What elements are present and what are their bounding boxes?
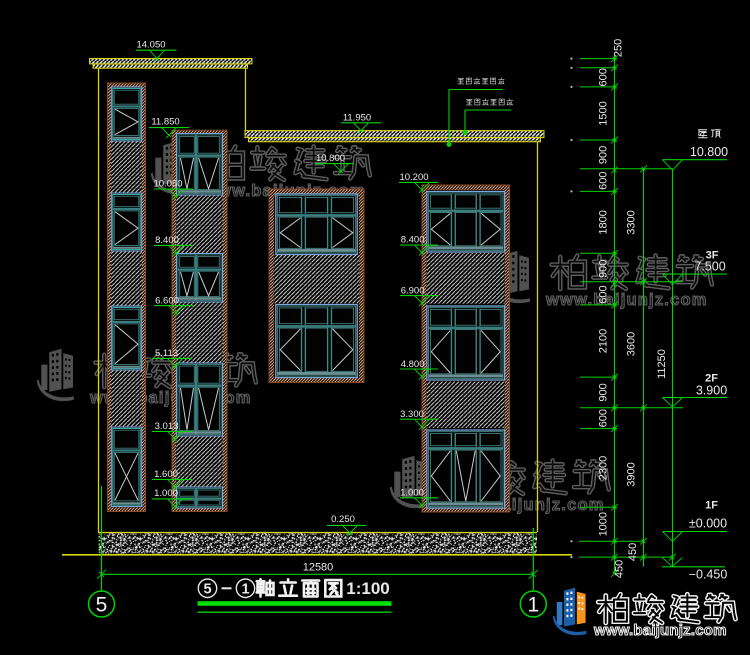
svg-text:900: 900	[598, 260, 610, 278]
svg-text:11.950: 11.950	[343, 113, 371, 124]
svg-text:www.baijunjz.com: www.baijunjz.com	[593, 622, 727, 639]
svg-text:3.300: 3.300	[400, 409, 424, 420]
svg-text:1: 1	[241, 581, 249, 597]
svg-text:10.800: 10.800	[690, 145, 728, 159]
svg-text:2100: 2100	[598, 329, 610, 353]
svg-text:1.000: 1.000	[400, 487, 424, 498]
svg-text:1.000: 1.000	[154, 488, 178, 499]
svg-text:10.050: 10.050	[153, 179, 182, 190]
svg-text:3.013: 3.013	[155, 421, 179, 432]
svg-text:2F: 2F	[705, 373, 718, 385]
svg-text:−0.450: −0.450	[689, 568, 728, 582]
svg-text:1.600: 1.600	[154, 469, 178, 480]
svg-text:3F: 3F	[706, 250, 719, 262]
svg-text:4.800: 4.800	[401, 359, 425, 370]
svg-text:7.500: 7.500	[694, 259, 725, 273]
svg-text:11.850: 11.850	[151, 117, 179, 128]
svg-text:6.600: 6.600	[155, 295, 179, 306]
svg-text:250: 250	[613, 39, 625, 57]
svg-text:3300: 3300	[626, 210, 638, 234]
svg-text:10.200: 10.200	[399, 172, 428, 183]
svg-text:5: 5	[96, 594, 108, 617]
svg-text:3600: 3600	[626, 332, 638, 356]
svg-text:1800: 1800	[598, 210, 610, 234]
svg-text:450: 450	[627, 543, 639, 561]
svg-text:900: 900	[598, 383, 610, 401]
svg-text:1F: 1F	[705, 500, 718, 512]
svg-text:1: 1	[527, 594, 539, 617]
svg-text:5.113: 5.113	[155, 348, 178, 359]
svg-text:0.250: 0.250	[331, 514, 355, 525]
svg-text:1000: 1000	[598, 512, 610, 536]
svg-text:3.900: 3.900	[696, 383, 727, 397]
svg-text:2300: 2300	[598, 456, 610, 480]
svg-text:14.050: 14.050	[136, 40, 165, 51]
svg-text:8.400: 8.400	[155, 235, 179, 246]
svg-text:12580: 12580	[303, 561, 334, 573]
svg-text:600: 600	[598, 285, 610, 303]
svg-text:600: 600	[598, 172, 610, 190]
svg-text:±0.000: ±0.000	[689, 517, 727, 531]
svg-text:8.400: 8.400	[401, 235, 425, 246]
svg-text:600: 600	[598, 409, 610, 427]
svg-text:6.900: 6.900	[401, 285, 425, 296]
svg-text:11250: 11250	[656, 349, 668, 379]
svg-text:1:100: 1:100	[346, 579, 389, 598]
svg-text:3900: 3900	[626, 462, 638, 486]
svg-text:450: 450	[614, 560, 626, 578]
svg-text:1500: 1500	[598, 101, 610, 125]
svg-text:www.baijunjz.com: www.baijunjz.com	[545, 291, 708, 309]
svg-text:900: 900	[598, 146, 610, 164]
svg-text:5: 5	[203, 581, 211, 597]
svg-text:10.800: 10.800	[316, 153, 345, 164]
svg-text:600: 600	[598, 68, 610, 86]
